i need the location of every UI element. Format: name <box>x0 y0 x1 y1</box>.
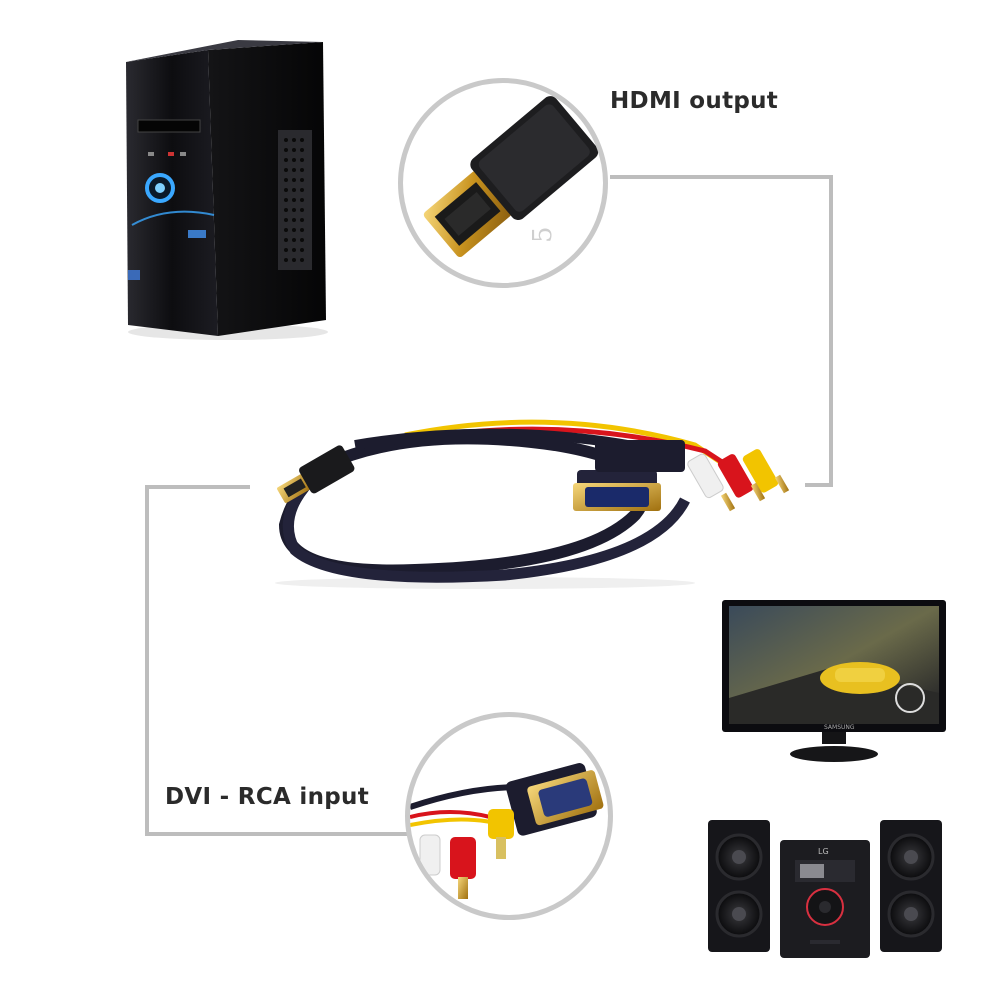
connector-line-hdmi-stub <box>805 483 833 487</box>
connector-line-dvi-h-bottom <box>145 832 407 836</box>
stereo-system-icon: LG <box>700 812 950 962</box>
hdmi-plug-icon: 5 <box>423 96 599 258</box>
vga-plug-icon <box>410 763 604 899</box>
monitor-brand: SAMSUNG <box>824 724 855 731</box>
connector-line-dvi-h-top <box>145 485 250 489</box>
hdmi-plug-zoom-lens: 5 <box>398 78 608 288</box>
connector-line-dvi-v <box>145 485 149 836</box>
dvi-rca-input-label: DVI - RCA input <box>165 784 369 810</box>
monitor-icon: SAMSUNG <box>720 598 948 768</box>
connector-line-hdmi-v <box>829 175 833 487</box>
vga-rca-plug-zoom-lens <box>405 712 613 920</box>
pc-tower-icon <box>118 40 333 340</box>
hdmi-to-vga-rca-cable <box>255 405 800 590</box>
hdmi-output-label: HDMI output <box>610 88 779 114</box>
stereo-brand: LG <box>818 847 829 856</box>
connector-line-hdmi-h <box>610 175 833 179</box>
hdmi-plug-marking: 5 <box>528 226 558 243</box>
